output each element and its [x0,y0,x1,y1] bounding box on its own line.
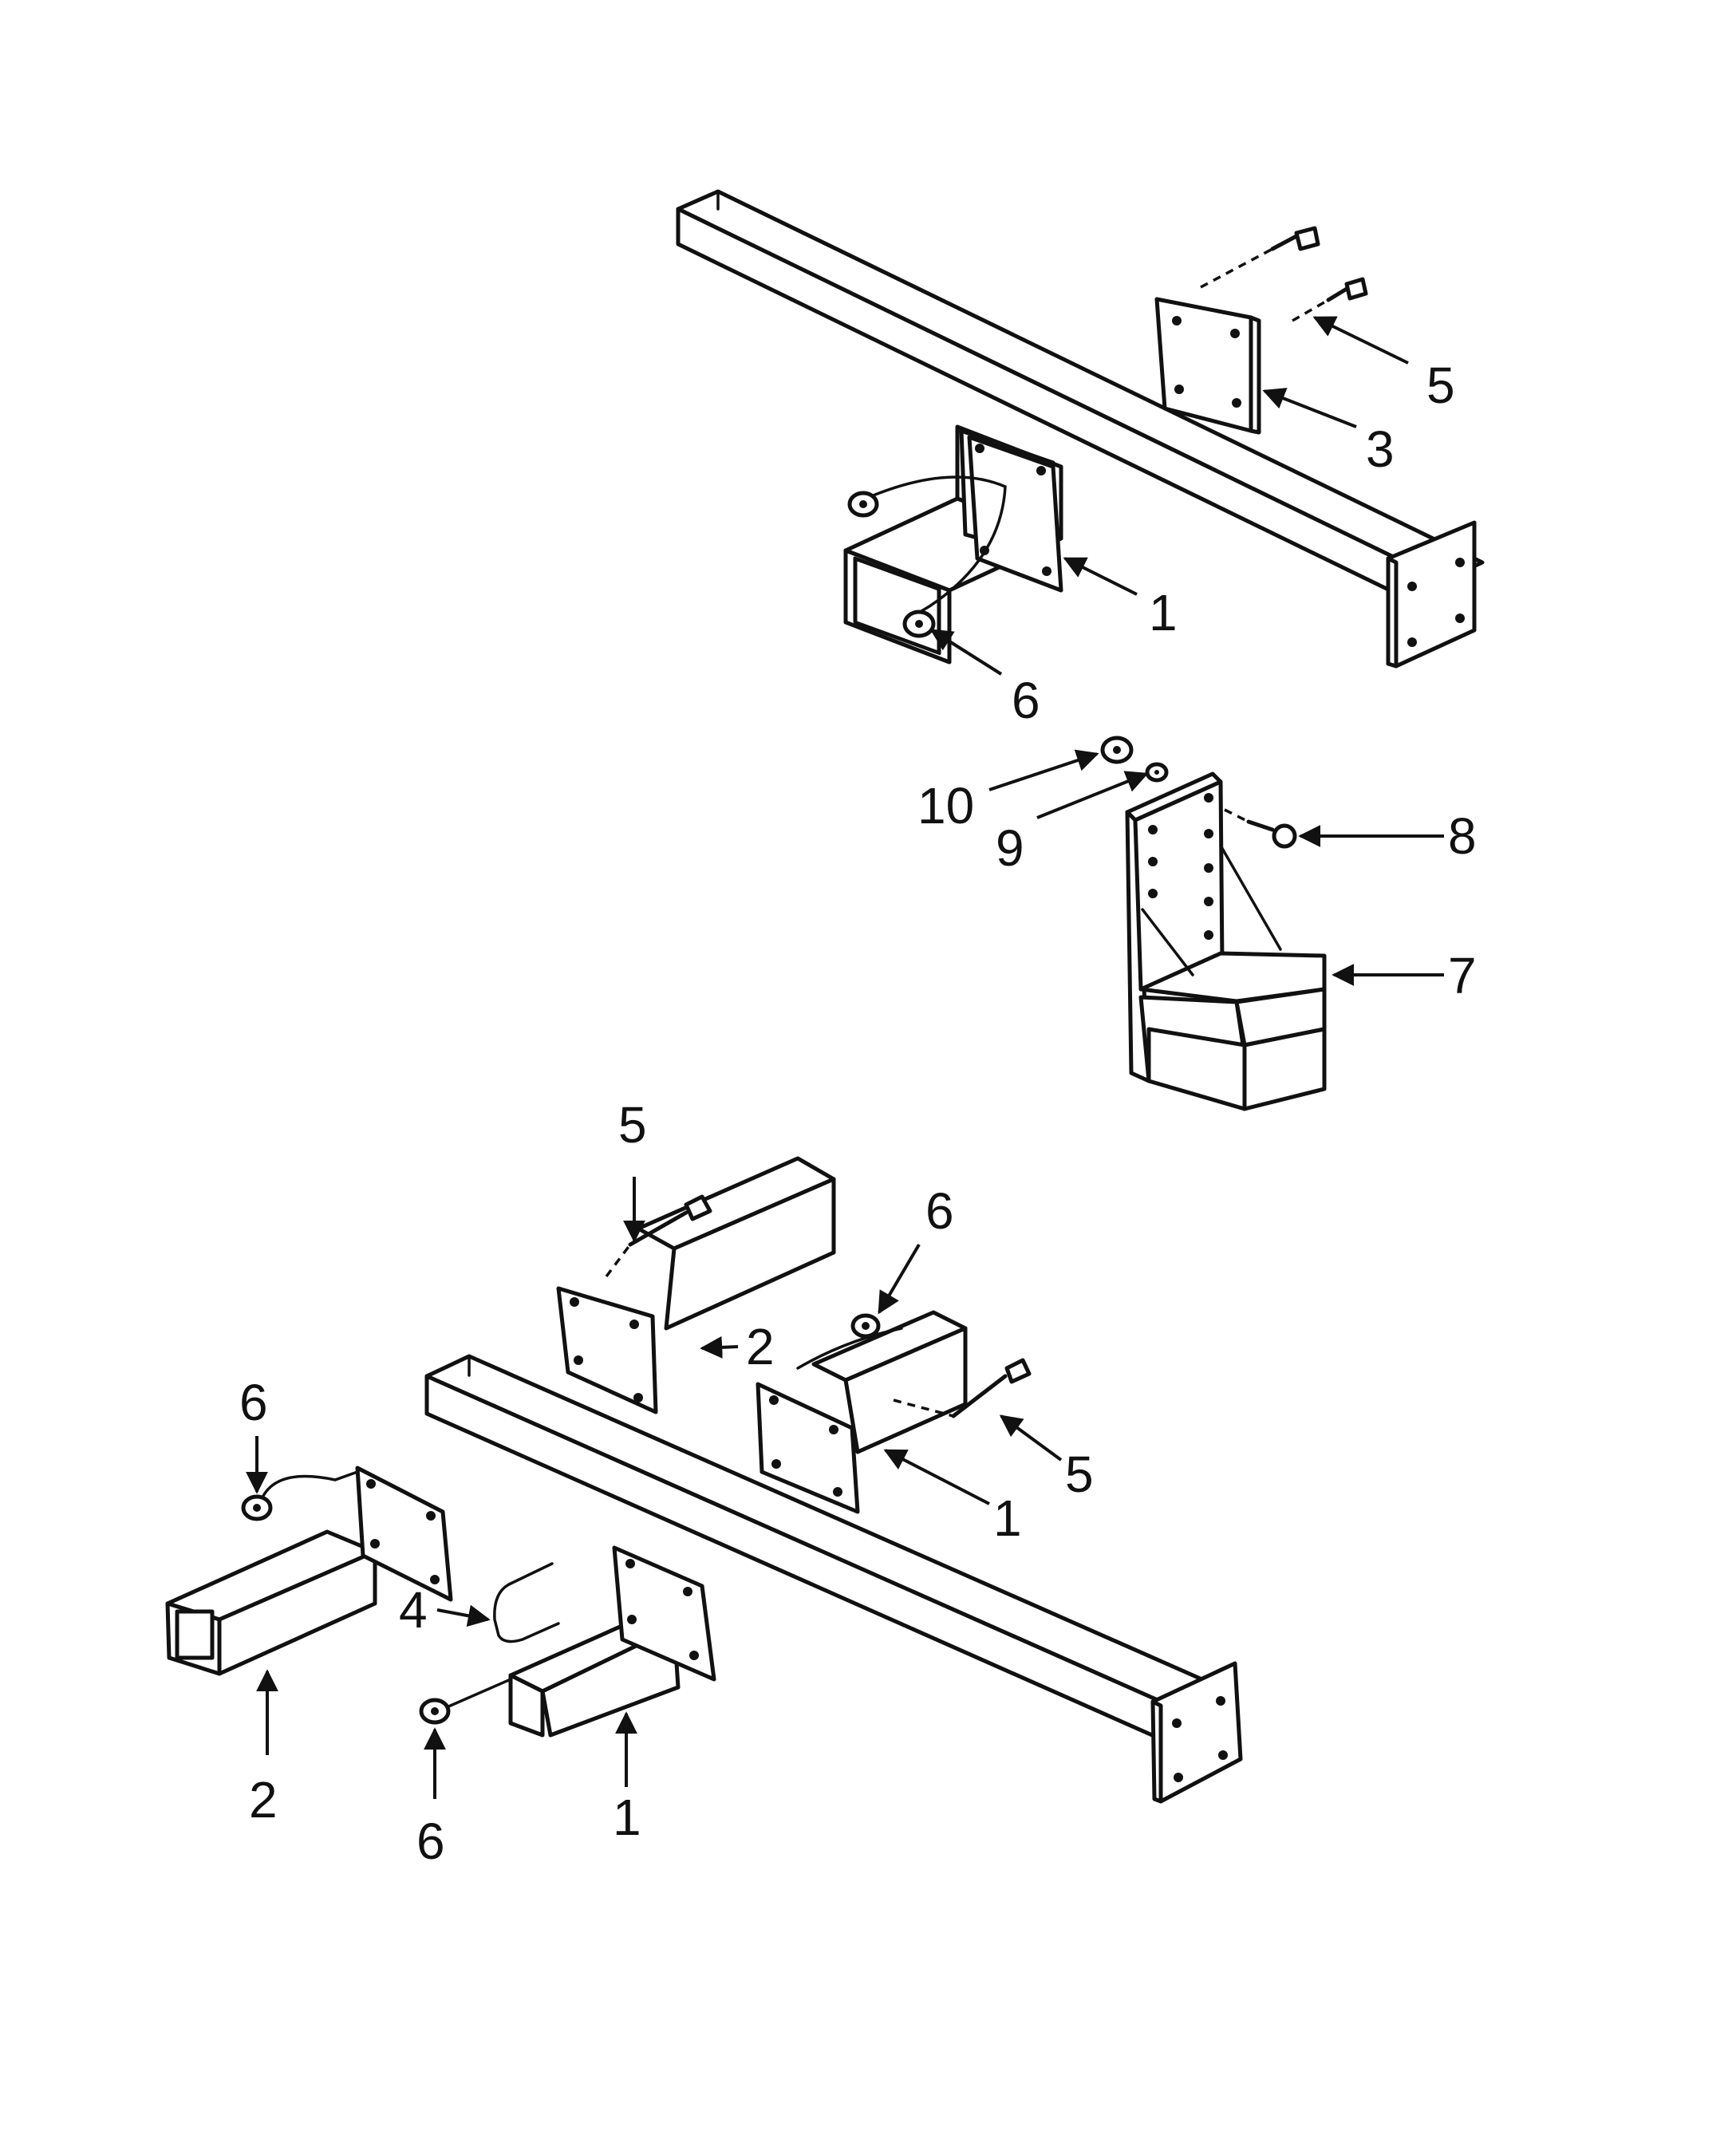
callout-top-6: 6 [1012,672,1040,729]
callout-bracket-10: 10 [917,777,974,834]
callout-bracket-8: 8 [1448,807,1477,865]
bottom-bolt-right [893,1358,1032,1418]
callout-numbers: 5 3 1 6 10 9 8 7 5 6 2 6 5 1 4 2 1 6 [239,357,1477,1870]
top-u-bolt-wire [864,475,1007,620]
callout-top-3: 3 [1366,420,1395,478]
bottom-wire-left [262,1470,359,1497]
callout-bottom-4: 4 [399,1581,428,1639]
bracket-nut [1100,736,1134,764]
leader-bottom-1-right [883,1449,990,1505]
callout-top-1: 1 [1149,584,1178,641]
bottom-upper-tube [556,1156,836,1414]
callout-bracket-7: 7 [1448,947,1477,1004]
top-bolt-right [1292,277,1368,322]
callout-bottom-2-mid: 2 [746,1318,775,1375]
callout-bottom-6-left: 6 [239,1374,268,1431]
top-bolt-left [1200,226,1320,289]
bracket-bolt [1224,808,1297,849]
leader-bracket-10 [988,749,1099,791]
leader-lines [246,316,1444,1799]
leader-top-1 [1063,557,1138,596]
top-nut-upper [847,491,879,518]
top-assembly [676,189,1485,669]
leader-top-3 [1262,388,1357,428]
callout-bottom-6-upper: 6 [925,1182,954,1240]
top-main-tube [676,189,1485,618]
callout-top-5: 5 [1426,357,1455,414]
bracket-washer [1145,762,1169,783]
leader-bottom-4 [436,1604,491,1627]
callout-bottom-1-right: 1 [993,1489,1022,1547]
callout-bottom-6-lower: 6 [416,1813,445,1870]
callout-bracket-9: 9 [996,819,1024,877]
bottom-u-bolt [493,1562,560,1643]
leader-bottom-2-mid [700,1335,739,1359]
bottom-end-plate [1150,1661,1243,1804]
bracket-assembly [1100,736,1327,1111]
leader-top-6 [929,629,1003,676]
bottom-right-tube [756,1310,968,1514]
callout-bottom-5-right: 5 [1065,1446,1094,1503]
callout-bottom-1-lower: 1 [613,1789,641,1846]
leader-top-5 [1312,316,1409,365]
bottom-nut-left [241,1494,273,1521]
bottom-nut-lower [419,1698,451,1725]
top-end-plate [1386,520,1477,669]
bottom-assembly [165,1156,1243,1804]
leader-bracket-9 [1036,771,1149,819]
callout-bottom-2-left: 2 [249,1771,278,1829]
bottom-left-tube [165,1466,453,1676]
leader-bottom-6-upper [878,1243,921,1315]
bottom-wire-right [796,1327,903,1370]
top-cross-tube [843,424,1063,665]
top-clamp-plate [1154,297,1261,435]
top-nut-lower [902,610,936,638]
leader-bottom-5-right [999,1414,1063,1462]
bottom-front-tube [508,1545,716,1738]
callout-bottom-5-upper: 5 [618,1096,647,1154]
bottom-nut-upper [850,1313,881,1339]
